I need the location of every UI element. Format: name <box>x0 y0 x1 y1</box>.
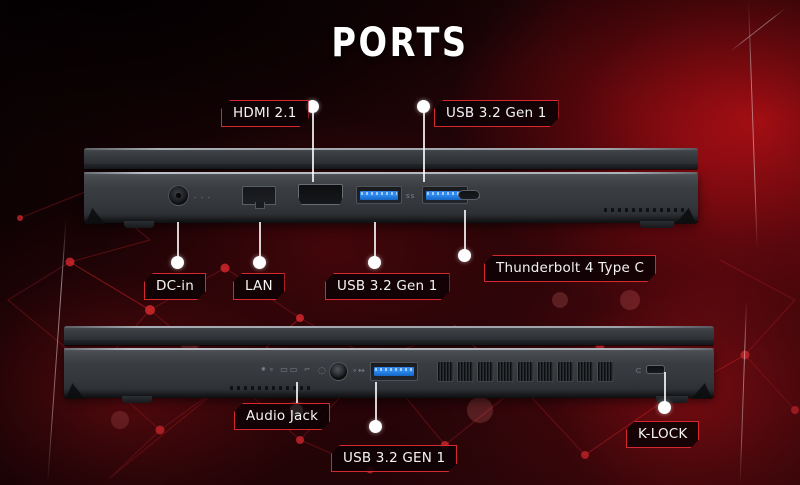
bottom-laptop-lid <box>64 326 714 345</box>
usb-a-port-1 <box>356 186 402 204</box>
dc-in-port <box>168 185 189 206</box>
bottom-laptop-foot-right <box>656 396 688 403</box>
callout-label-audio[interactable]: Audio Jack <box>234 403 330 430</box>
usb-c-thunderbolt-port <box>458 190 480 200</box>
callout-label-hdmi[interactable]: HDMI 2.1 <box>221 100 309 127</box>
callout-lead-lan <box>259 222 261 260</box>
callout-dot-hdmi <box>306 100 319 113</box>
page-title: PORTS <box>331 20 469 66</box>
callout-lead-thunderbolt <box>464 210 466 252</box>
callout-label-thunderbolt[interactable]: Thunderbolt 4 Type C <box>484 255 656 282</box>
usb-a-port-3 <box>370 362 418 381</box>
kensington-lock-slot <box>646 365 665 374</box>
callout-label-lan[interactable]: LAN <box>233 273 285 300</box>
bottom-laptop-foot-left <box>122 396 152 403</box>
usb-marking-1: ss <box>406 192 416 200</box>
bottom-laptop: ⁕∘ ▭▭ ⌐ ◌ ∘↭ ⊂ <box>63 326 715 403</box>
top-laptop: - - - ss ss <box>83 148 699 228</box>
exhaust-vents <box>437 361 614 382</box>
top-laptop-lid <box>84 148 698 169</box>
lan-port <box>242 186 276 209</box>
callout-label-usb1[interactable]: USB 3.2 Gen 1 <box>434 100 559 127</box>
callout-dot-usb3 <box>369 420 382 433</box>
usb-trident-icon: ∘↭ <box>352 366 366 375</box>
headphone-mic-icon: ◌ <box>318 366 327 376</box>
top-laptop-foot-left <box>124 221 154 228</box>
top-laptop-base: - - - ss ss <box>83 172 699 228</box>
audio-side-markings: ⁕∘ ▭▭ ⌐ <box>260 365 313 374</box>
callout-lead-audio <box>296 382 298 408</box>
callout-label-usb2[interactable]: USB 3.2 Gen 1 <box>325 273 450 300</box>
bottom-laptop-base: ⁕∘ ▭▭ ⌐ ◌ ∘↭ ⊂ <box>63 348 715 403</box>
hdmi-port <box>298 184 343 205</box>
callout-lead-usb2 <box>374 222 376 260</box>
callout-dot-thunderbolt <box>458 249 471 262</box>
callout-dot-lan <box>253 256 266 269</box>
callout-dot-usb2 <box>368 256 381 269</box>
callout-dot-usb1 <box>417 100 430 113</box>
top-laptop-foot-right <box>640 221 674 228</box>
callout-label-klock[interactable]: K-LOCK <box>626 421 699 448</box>
callout-label-usb3[interactable]: USB 3.2 GEN 1 <box>331 445 457 472</box>
bottom-laptop-side-vents <box>230 386 310 390</box>
callout-lead-hdmi <box>312 110 314 182</box>
dc-in-marking: - - - <box>194 194 212 202</box>
callout-lead-dcin <box>177 222 179 260</box>
klock-marking: ⊂ <box>635 366 643 375</box>
audio-jack-port <box>329 362 348 381</box>
top-laptop-side-vents <box>604 208 684 212</box>
callout-lead-usb3 <box>375 382 377 424</box>
callout-label-dcin[interactable]: DC-in <box>144 273 206 300</box>
callout-dot-klock <box>658 401 671 414</box>
callout-dot-dcin <box>171 256 184 269</box>
callout-lead-klock <box>664 372 666 406</box>
callout-lead-usb1 <box>423 110 425 182</box>
